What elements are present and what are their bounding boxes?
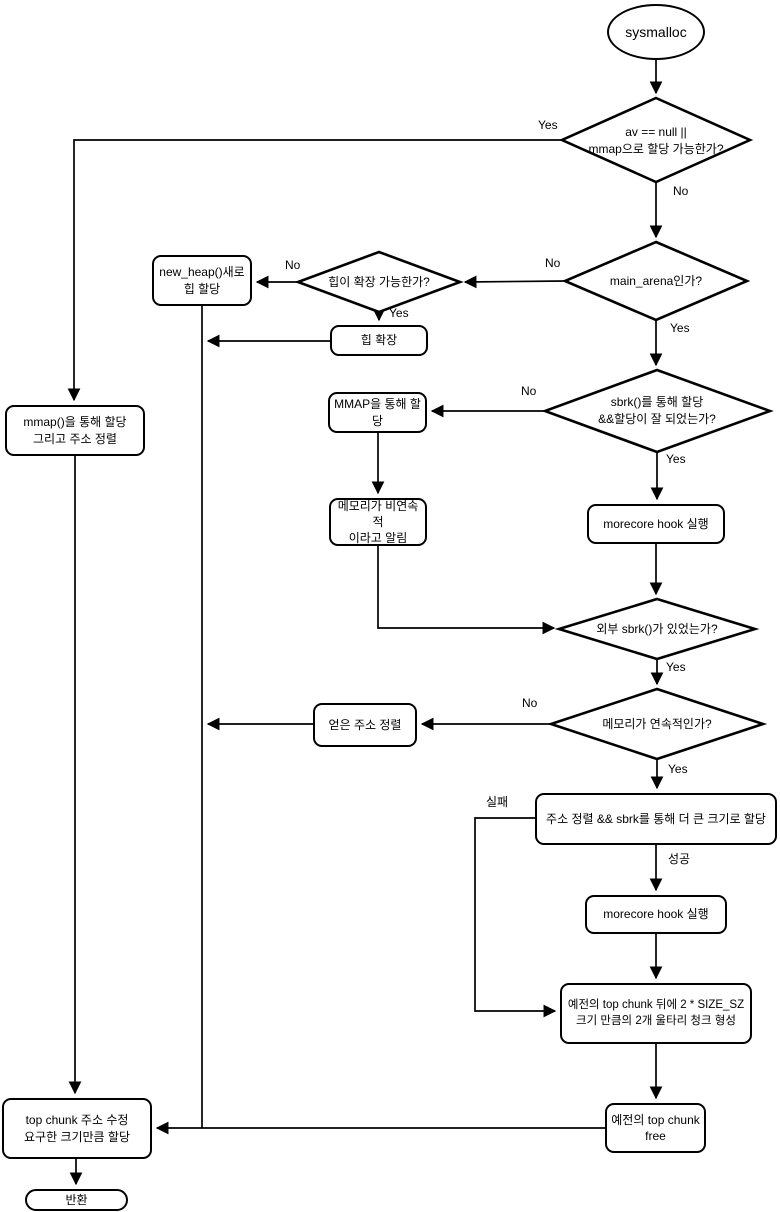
edge-fail-to-fence-chunks <box>474 817 557 1018</box>
edge-label-heap-expand-no: No <box>285 258 301 272</box>
decision-main-arena-shape <box>561 240 751 322</box>
fix-top-chunk-node: top chunk 주소 수정 요구한 크기만큼 할당 <box>2 1098 152 1159</box>
edge-label-main-arena-yes: Yes <box>670 321 690 335</box>
edge-label-contiguous-no: No <box>522 696 538 710</box>
decision-mmap-possible-shape <box>558 96 754 184</box>
fence-chunks-node: 예전의 top chunk 뒤에 2 * SIZE_SZ 크기 만큼의 2개 울… <box>560 983 752 1044</box>
edge-label-fail: 실패 <box>486 795 509 809</box>
mmap-alloc-node: mmap()을 통해 할당 그리고 주소 정렬 <box>5 405 145 456</box>
noncontiguous-notice-node: 메모리가 비연속적 이라고 알림 <box>329 498 427 546</box>
edge-label-mmap-no: No <box>673 184 689 198</box>
free-old-top-node: 예전의 top chunk free <box>605 1103 706 1153</box>
align-and-sbrk-node: 주소 정렬 && sbrk를 통해 더 큰 크기로 할당 <box>535 793 777 845</box>
edge-label-sbrk-yes: Yes <box>666 452 686 466</box>
decision-foreign-sbrk-shape <box>554 597 760 661</box>
return-node: 반환 <box>25 1189 128 1211</box>
decision-sbrk-ok-shape <box>541 368 774 454</box>
start-node: sysmalloc <box>607 4 705 60</box>
morecore-hook-2-node: morecore hook 실행 <box>585 895 727 934</box>
decision-heap-expandable-shape <box>294 250 464 314</box>
decision-memory-contiguous-shape <box>546 687 768 761</box>
heap-expand-node: 힙 확장 <box>330 325 428 356</box>
edge-label-contiguous-yes: Yes <box>668 762 688 776</box>
edge-main-arena-no-to-heap-expand-decision <box>463 275 566 289</box>
edge-label-foreign-sbrk-yes: Yes <box>666 660 686 674</box>
edge-label-heap-expand-yes: Yes <box>389 306 409 320</box>
new-heap-node: new_heap()새로 힙 할당 <box>152 255 252 306</box>
edge-mmap-yes-to-mmap-alloc <box>67 139 562 402</box>
edge-label-main-arena-no: No <box>545 256 561 270</box>
edge-label-sbrk-no: No <box>521 384 537 398</box>
align-address-node: 얻은 주소 정렬 <box>313 703 417 747</box>
mmap-fallback-node: MMAP을 통해 할당 <box>328 392 427 433</box>
morecore-hook-1-node: morecore hook 실행 <box>587 504 725 544</box>
edge-label-mmap-yes: Yes <box>538 118 558 132</box>
edge-noncontiguous-to-foreign-sbrk <box>377 546 556 635</box>
edge-label-success: 성공 <box>668 852 691 866</box>
